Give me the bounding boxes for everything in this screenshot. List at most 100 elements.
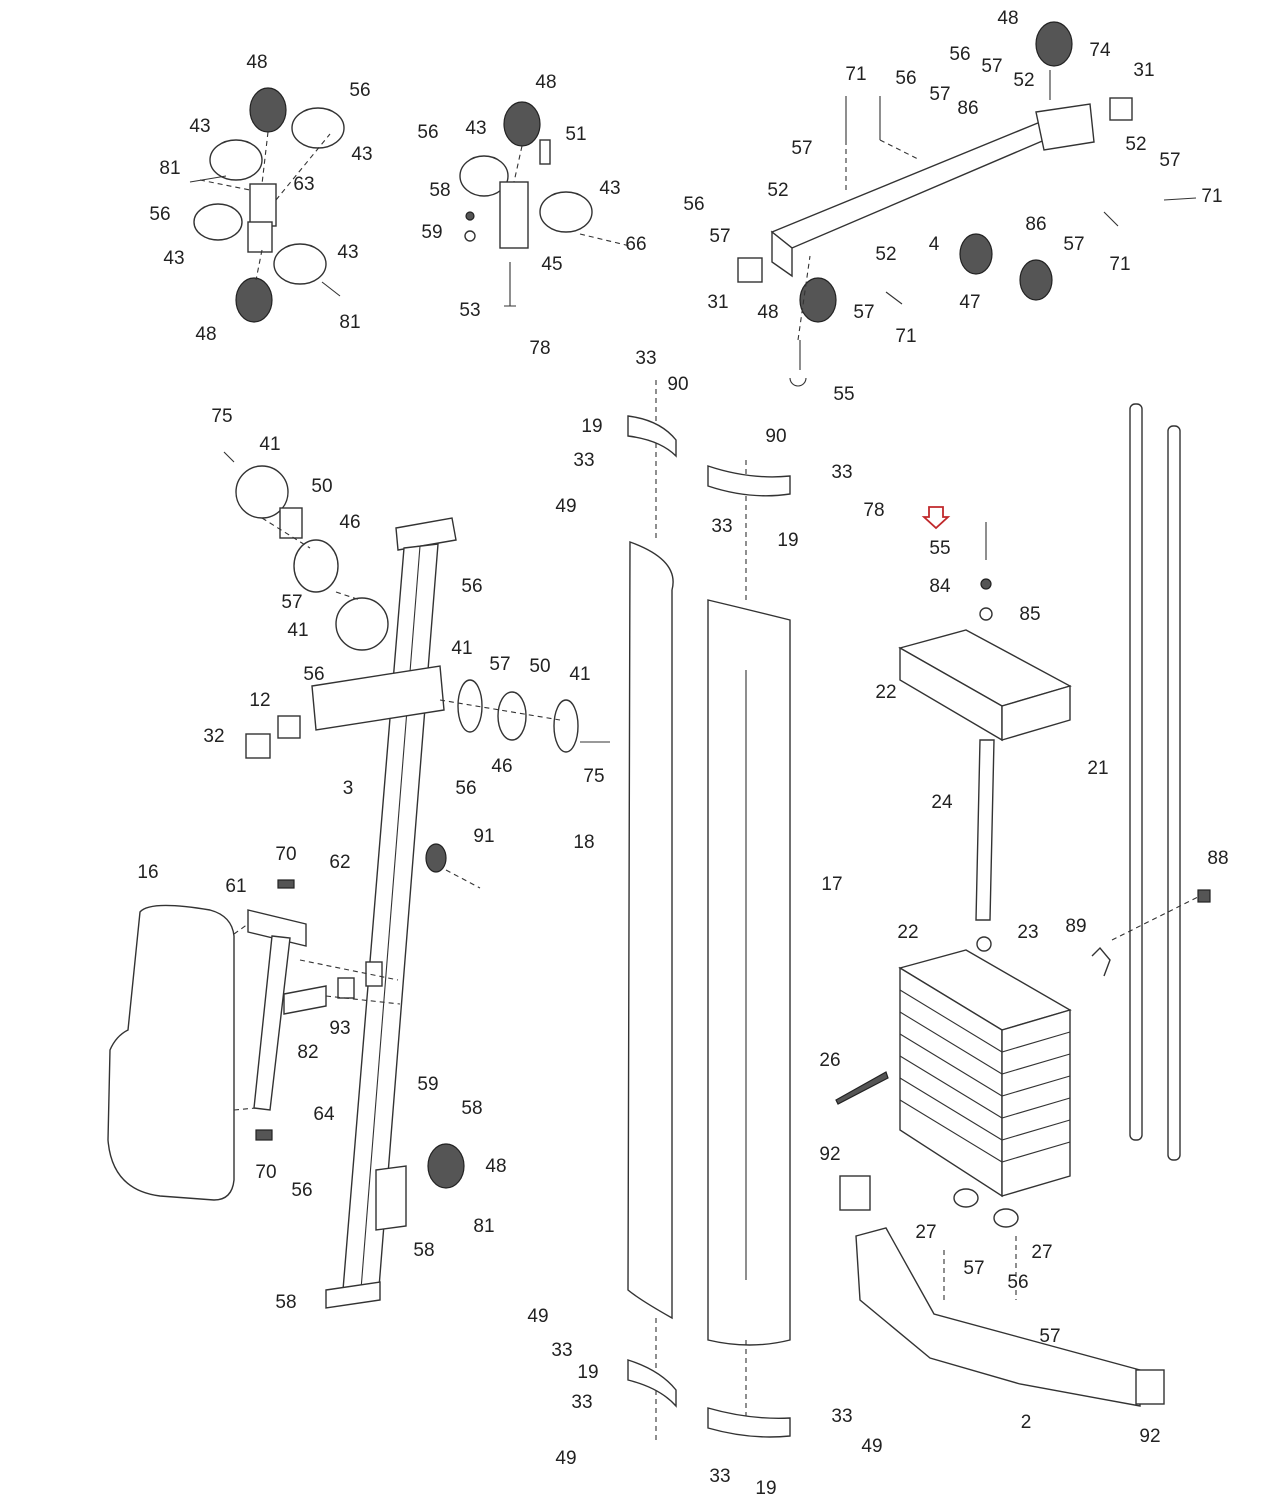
callout-12: 12 xyxy=(249,690,270,711)
bracket-63 xyxy=(249,183,277,227)
callout-41: 41 xyxy=(569,664,590,685)
callout-57: 57 xyxy=(1039,1326,1060,1347)
callout-33: 33 xyxy=(831,1406,852,1427)
callout-22: 22 xyxy=(897,922,918,943)
callout-17: 17 xyxy=(821,874,842,895)
callout-48: 48 xyxy=(485,1156,506,1177)
callout-22: 22 xyxy=(875,682,896,703)
callout-57: 57 xyxy=(489,654,510,675)
callout-56: 56 xyxy=(895,68,916,89)
bracket-upright xyxy=(253,935,291,1111)
callout-71: 71 xyxy=(845,64,866,85)
bumper-27 xyxy=(953,1188,979,1208)
callout-41: 41 xyxy=(451,638,472,659)
callout-78: 78 xyxy=(529,338,550,359)
bracket-19 xyxy=(707,1407,791,1438)
callout-75: 75 xyxy=(583,766,604,787)
callout-16: 16 xyxy=(137,862,158,883)
callout-86: 86 xyxy=(957,98,978,119)
callout-49: 49 xyxy=(555,1448,576,1469)
callout-48: 48 xyxy=(997,8,1018,29)
callout-45: 45 xyxy=(541,254,562,275)
callout-57: 57 xyxy=(981,56,1002,77)
callout-89: 89 xyxy=(1065,916,1086,937)
pulley-plate-43 xyxy=(273,243,327,285)
callout-57: 57 xyxy=(1159,150,1180,171)
callout-2: 2 xyxy=(1021,1412,1032,1433)
callout-33: 33 xyxy=(711,516,732,537)
knob-91 xyxy=(425,843,447,873)
bracket-45 xyxy=(499,181,529,249)
callout-43: 43 xyxy=(599,178,620,199)
callout-84: 84 xyxy=(929,576,951,597)
pulley-plate-41 xyxy=(335,597,389,651)
callout-48: 48 xyxy=(535,72,556,93)
callout-57: 57 xyxy=(853,302,874,323)
callout-71: 71 xyxy=(1201,186,1222,207)
shroud-18 xyxy=(627,541,674,1320)
pulley-wheel-48 xyxy=(1035,21,1073,67)
frame-bracket xyxy=(375,1165,407,1231)
pulley-plate-43 xyxy=(459,155,509,197)
callout-32: 32 xyxy=(203,726,224,747)
pulley-plate-41 xyxy=(553,699,579,753)
callout-71: 71 xyxy=(895,326,916,347)
crossarm-12 xyxy=(311,665,445,731)
callout-19: 19 xyxy=(777,530,798,551)
top-beam-4 xyxy=(770,117,1070,249)
callout-46: 46 xyxy=(339,512,360,533)
callout-64: 64 xyxy=(313,1104,335,1125)
callout-70: 70 xyxy=(255,1162,276,1183)
callout-85: 85 xyxy=(1019,604,1040,625)
callout-27: 27 xyxy=(1031,1242,1052,1263)
callout-21: 21 xyxy=(1087,758,1108,779)
pulley-wheel-48 xyxy=(427,1143,465,1189)
pulley-plate-41 xyxy=(457,679,483,733)
callout-59: 59 xyxy=(421,222,442,243)
pulley-plate-43 xyxy=(209,139,263,181)
callout-27: 27 xyxy=(915,1222,936,1243)
callout-55: 55 xyxy=(929,538,950,559)
callout-52: 52 xyxy=(1125,134,1146,155)
callout-46: 46 xyxy=(491,756,512,777)
bracket-63 xyxy=(247,221,273,253)
callout-43: 43 xyxy=(189,116,210,137)
pulley-assembly-top-middle xyxy=(459,101,631,307)
callout-86: 86 xyxy=(1025,214,1046,235)
callout-33: 33 xyxy=(571,1392,592,1413)
callout-41: 41 xyxy=(259,434,280,455)
callout-4: 4 xyxy=(929,234,940,255)
callout-49: 49 xyxy=(861,1436,882,1457)
callout-51: 51 xyxy=(565,124,586,145)
callout-59: 59 xyxy=(417,1074,438,1095)
shrouds xyxy=(627,380,791,1440)
pulley-assembly-top-left xyxy=(189,87,345,323)
callout-92: 92 xyxy=(1139,1426,1160,1447)
guide-rod xyxy=(1167,425,1181,1161)
callout-41: 41 xyxy=(287,620,308,641)
callout-53: 53 xyxy=(459,300,480,321)
guide-rods-21 xyxy=(1091,403,1211,1161)
callout-57: 57 xyxy=(791,138,812,159)
callout-90: 90 xyxy=(765,426,786,447)
callout-48: 48 xyxy=(195,324,216,345)
pulley-plate-43 xyxy=(539,191,593,233)
pulley-plate-43 xyxy=(193,203,243,241)
callout-19: 19 xyxy=(577,1362,598,1383)
bracket-50 xyxy=(279,507,303,539)
callout-31: 31 xyxy=(707,292,728,313)
pulley-wheel-48 xyxy=(503,101,541,147)
backrest-assembly xyxy=(107,879,401,1201)
callout-56: 56 xyxy=(683,194,704,215)
end-cap-92 xyxy=(839,1175,871,1211)
callout-26: 26 xyxy=(819,1050,840,1071)
callout-56: 56 xyxy=(303,664,324,685)
callout-81: 81 xyxy=(339,312,360,333)
callout-55: 55 xyxy=(833,384,854,405)
callout-19: 19 xyxy=(755,1478,776,1499)
callout-61: 61 xyxy=(225,876,246,897)
callout-23: 23 xyxy=(1017,922,1038,943)
callout-24: 24 xyxy=(931,792,953,813)
callout-92: 92 xyxy=(819,1144,840,1165)
